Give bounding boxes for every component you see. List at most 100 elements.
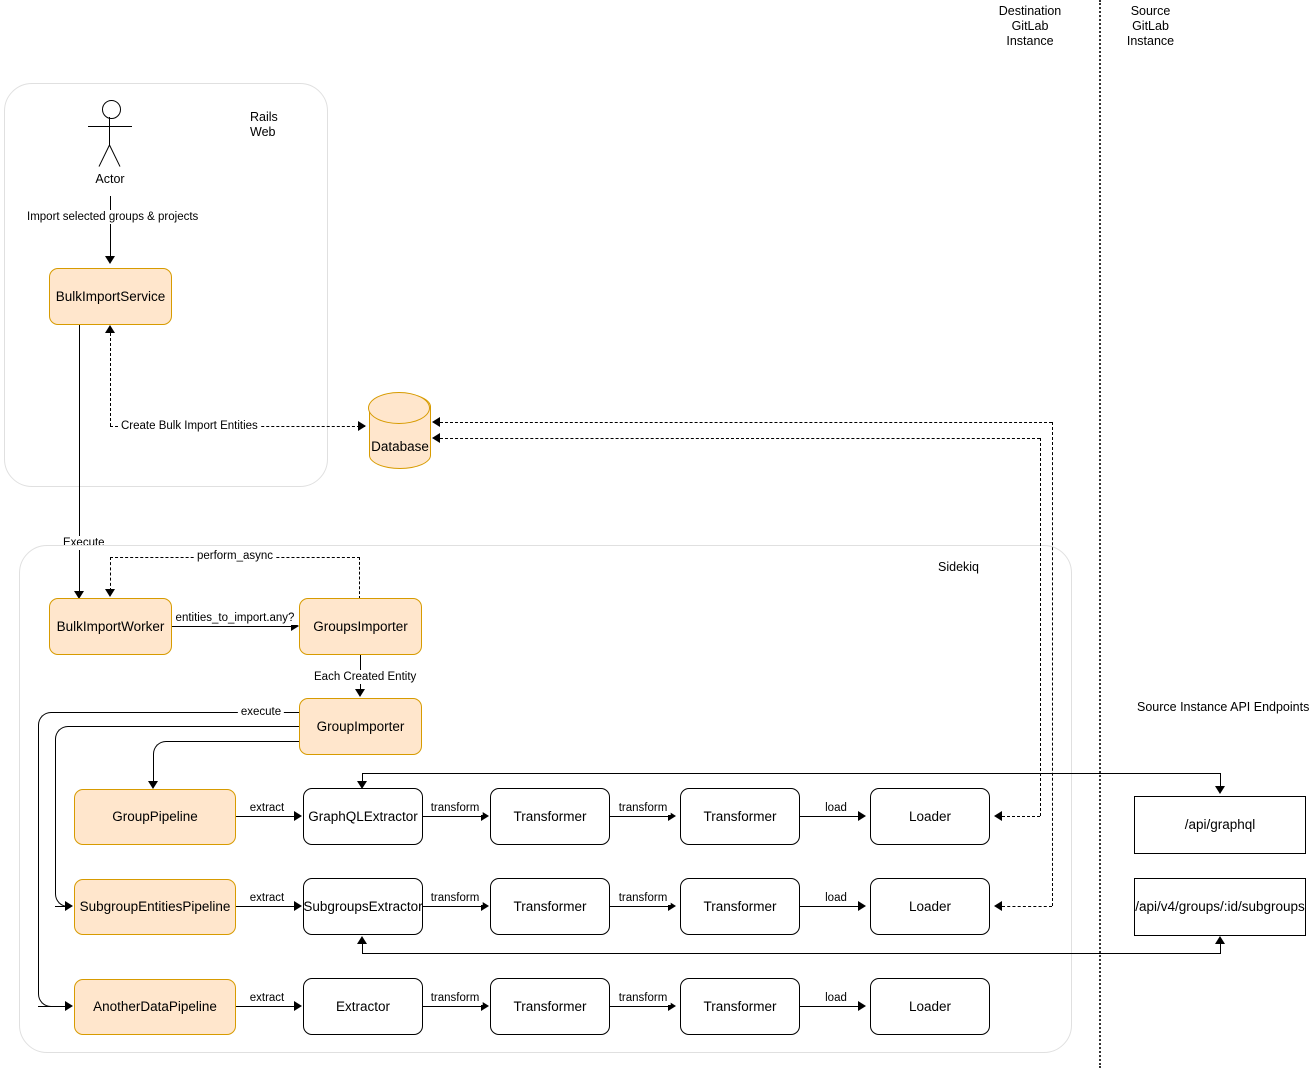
- edge-label-row3-transform-1: transform: [427, 991, 483, 1005]
- edge-perform-async-right: [359, 557, 360, 599]
- arrow-row2-extract: [294, 901, 302, 911]
- edge-loader1-to-db-horizontal: [1002, 816, 1040, 817]
- edge-create-entities-vertical: [110, 333, 111, 426]
- edge-row3-load: [800, 1006, 862, 1007]
- edge-gi-to-group-pipeline-vertical: [153, 754, 154, 783]
- arrow-create-entities-right: [358, 421, 366, 431]
- edge-label-row2-extract: extract: [246, 891, 288, 905]
- node-another-data-pipeline[interactable]: AnotherDataPipeline: [74, 979, 236, 1035]
- corner-gi-another-tl: [38, 712, 52, 726]
- edge-label-each-created-entity: Each Created Entity: [311, 670, 420, 684]
- edge-row1-transform-2: [610, 816, 672, 817]
- edge-label-perform-async: perform_async: [193, 549, 277, 563]
- node-graphql-extractor[interactable]: GraphQLExtractor: [303, 788, 423, 845]
- arrow-db-return-2: [432, 417, 440, 427]
- node-bulk-import-worker[interactable]: BulkImportWorker: [49, 598, 172, 655]
- edge-worker-to-groups-importer: [172, 626, 294, 627]
- edge-label-execute: execute: [237, 705, 285, 719]
- edge-db-return-2: [440, 422, 1052, 423]
- edge-label-create-bulk-import-entities: Create Bulk Import Entities: [118, 419, 261, 433]
- edge-gi-to-another-bottom: [38, 1006, 70, 1007]
- arrow-create-entities-up: [105, 325, 115, 333]
- node-row2-transformer-1[interactable]: Transformer: [490, 878, 610, 935]
- arrow-graphql-to-extractor: [357, 781, 367, 789]
- node-subgroup-entities-pipeline[interactable]: SubgroupEntitiesPipeline: [74, 879, 236, 935]
- corner-gi-group-pipeline: [153, 741, 167, 755]
- edge-label-row3-load: load: [822, 991, 850, 1005]
- edge-subgroups-response-horizontal: [362, 953, 1220, 954]
- node-group-importer[interactable]: GroupImporter: [299, 698, 422, 755]
- arrow-row2-transform-1: [481, 901, 489, 911]
- edge-gi-to-group-pipeline-top: [166, 741, 299, 742]
- arrow-to-api-subgroups: [1215, 936, 1225, 944]
- arrow-row2-load: [858, 901, 866, 911]
- edge-graphql-response-horizontal: [362, 773, 1220, 774]
- node-group-pipeline[interactable]: GroupPipeline: [74, 789, 236, 845]
- node-extractor[interactable]: Extractor: [303, 978, 423, 1035]
- edge-perform-async-left: [110, 557, 111, 591]
- arrow-gi-to-subgroup: [65, 901, 73, 911]
- edge-label-row3-extract: extract: [246, 991, 288, 1005]
- node-api-graphql[interactable]: /api/graphql: [1134, 796, 1306, 854]
- node-row3-transformer-1[interactable]: Transformer: [490, 978, 610, 1035]
- arrow-row3-extract: [294, 1001, 302, 1011]
- arrow-service-to-worker: [74, 591, 84, 599]
- node-api-subgroups[interactable]: /api/v4/groups/:id/subgroups: [1134, 878, 1306, 936]
- node-row1-loader[interactable]: Loader: [870, 788, 990, 845]
- node-row1-transformer-1[interactable]: Transformer: [490, 788, 610, 845]
- arrow-gi-to-group-pipeline: [148, 781, 158, 789]
- node-row2-loader[interactable]: Loader: [870, 878, 990, 935]
- actor-arms-icon: [88, 126, 132, 127]
- edge-loader2-to-db-vertical: [1052, 422, 1053, 906]
- node-groups-importer[interactable]: GroupsImporter: [299, 598, 422, 655]
- edge-label-row1-transform-2: transform: [615, 801, 671, 815]
- edge-row1-load: [800, 816, 862, 817]
- edge-loader1-to-db-vertical: [1040, 438, 1041, 816]
- edge-row1-extract: [236, 816, 299, 817]
- edge-label-row1-extract: extract: [246, 801, 288, 815]
- arrow-subgroups-to-extractor: [357, 936, 367, 944]
- edge-label-row3-transform-2: transform: [615, 991, 671, 1005]
- node-row1-transformer-2[interactable]: Transformer: [680, 788, 800, 845]
- sidekiq-container: [19, 545, 1072, 1053]
- corner-gi-subgroup-tl: [55, 726, 69, 740]
- edge-label-row1-load: load: [822, 801, 850, 815]
- arrow-row3-transform-1: [481, 1001, 489, 1011]
- node-row3-transformer-2[interactable]: Transformer: [680, 978, 800, 1035]
- node-row3-loader[interactable]: Loader: [870, 978, 990, 1035]
- edge-gi-to-subgroup-bottom: [55, 906, 70, 907]
- database-label: Database: [371, 439, 429, 454]
- arrow-row2-transform-2: [668, 901, 676, 911]
- edge-service-to-worker: [79, 325, 80, 593]
- arrow-actor-to-service: [105, 256, 115, 264]
- node-database[interactable]: Database: [368, 392, 431, 469]
- arrow-worker-to-groups-importer: [291, 621, 299, 631]
- source-api-endpoints-label: Source Instance API Endpoints: [1137, 700, 1310, 714]
- edge-label-entities-to-import: entities_to_import.any?: [172, 611, 298, 625]
- edge-graphql-response-down-left: [362, 773, 363, 783]
- arrow-row1-extract: [294, 811, 302, 821]
- arrow-groups-to-group-importer: [355, 689, 365, 697]
- edge-row2-transform-2: [610, 906, 672, 907]
- rails-web-label: Rails Web: [250, 110, 278, 139]
- arrow-db-return-1: [432, 433, 440, 443]
- edge-row2-extract: [236, 906, 299, 907]
- actor-body-icon: [109, 117, 111, 146]
- edge-label-row2-transform-1: transform: [427, 891, 483, 905]
- node-row2-transformer-2[interactable]: Transformer: [680, 878, 800, 935]
- instance-divider: [1099, 0, 1101, 1068]
- sidekiq-label: Sidekiq: [938, 560, 979, 574]
- actor-leg-right-icon: [109, 144, 121, 167]
- node-bulk-import-service[interactable]: BulkImportService: [49, 268, 172, 325]
- node-subgroups-extractor[interactable]: SubgroupsExtractor: [303, 878, 423, 935]
- edge-gi-to-another-top: [51, 712, 299, 713]
- arrow-loader2-to-db: [994, 901, 1002, 911]
- edge-loader2-to-db-horizontal: [1002, 906, 1052, 907]
- edge-gi-to-subgroup-top: [68, 726, 299, 727]
- actor-head-icon: [101, 100, 121, 119]
- rails-web-container: [4, 83, 328, 487]
- database-top-ellipse: [368, 392, 431, 425]
- edge-row2-transform-1: [423, 906, 485, 907]
- arrow-row3-load: [858, 1001, 866, 1011]
- arrow-to-api-graphql: [1215, 786, 1225, 794]
